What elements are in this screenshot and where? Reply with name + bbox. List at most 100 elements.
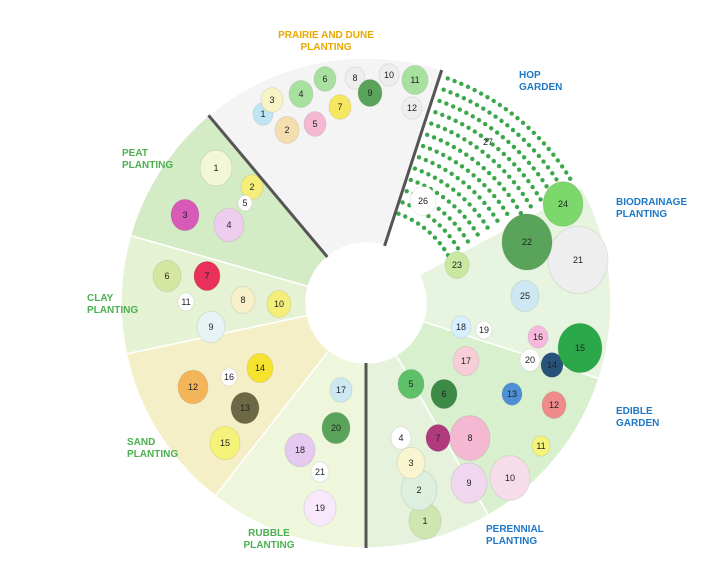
plant-edible-18 <box>450 315 472 339</box>
plant-number: 4 <box>298 89 303 99</box>
sector-dividers <box>207 69 444 548</box>
plant-clay-8 <box>230 286 256 314</box>
plant-number: 20 <box>331 423 341 433</box>
plant-number: 19 <box>315 503 325 513</box>
plant-number: 11 <box>536 441 545 451</box>
plant-number: 7 <box>435 433 440 443</box>
plant-number: 7 <box>204 271 209 281</box>
plant-number: 3 <box>269 95 274 105</box>
plant-biodrainage-25 <box>510 279 540 313</box>
plant-sand-16 <box>220 367 238 387</box>
label-prairie-dune: PRAIRIE AND DUNE PLANTING <box>278 30 374 53</box>
plant-number: 9 <box>367 88 372 98</box>
plant-number: 5 <box>408 379 413 389</box>
label-hop-garden: HOP GARDEN <box>519 70 563 93</box>
plant-number: 4 <box>226 220 231 230</box>
plant-edible-12 <box>541 391 567 419</box>
plant-peat-4 <box>213 207 245 243</box>
plant-prairie-2 <box>274 116 300 144</box>
plant-number: 15 <box>575 343 585 353</box>
plant-number: 27 <box>483 137 493 147</box>
plant-prairie-8 <box>344 66 366 90</box>
plant-biodrainage-23 <box>444 251 470 279</box>
center-hole <box>306 243 426 363</box>
plant-clay-11 <box>177 292 195 312</box>
plant-number: 14 <box>255 363 265 373</box>
plant-number: 6 <box>441 389 446 399</box>
plant-peat-5 <box>237 194 253 212</box>
plant-number: 6 <box>164 271 169 281</box>
plant-number: 11 <box>410 75 419 85</box>
plant-perennial-3 <box>396 446 426 480</box>
plant-sand-14 <box>246 352 274 384</box>
plant-edible-20 <box>519 348 541 372</box>
plant-number: 9 <box>208 322 213 332</box>
plant-biodrainage-24 <box>542 181 584 227</box>
plant-number: 1 <box>422 516 427 526</box>
label-clay: CLAY PLANTING <box>87 293 139 316</box>
plant-sand-13 <box>230 391 260 425</box>
plant-clay-9 <box>196 310 226 344</box>
plant-prairie-11 <box>401 64 429 96</box>
plant-edible-14 <box>540 352 564 378</box>
label-edible-garden: EDIBLE GARDEN <box>616 406 660 429</box>
hop-garden-dots <box>396 76 573 258</box>
plant-number: 9 <box>466 478 471 488</box>
plant-number: 13 <box>507 389 517 399</box>
plant-perennial-6 <box>430 378 458 410</box>
plant-perennial-9 <box>450 462 488 504</box>
plant-number: 24 <box>558 199 568 209</box>
plant-clay-10 <box>266 290 292 318</box>
plant-number: 1 <box>260 109 265 119</box>
plant-number: 22 <box>522 237 532 247</box>
plant-number: 2 <box>249 182 254 192</box>
plant-number: 4 <box>398 433 403 443</box>
plant-rubble-21 <box>310 461 330 483</box>
plant-number: 14 <box>547 360 557 370</box>
plant-prairie-3 <box>260 87 284 113</box>
plant-number: 2 <box>284 125 289 135</box>
plant-edible-11 <box>531 435 551 457</box>
plant-edible-19 <box>475 320 493 340</box>
plant-number: 5 <box>312 119 317 129</box>
plant-number: 5 <box>242 198 247 208</box>
plant-number: 3 <box>182 210 187 220</box>
plant-number: 2 <box>416 485 421 495</box>
plant-prairie-12 <box>401 96 423 120</box>
plants-hop: 27 <box>483 137 493 147</box>
plant-rubble-19 <box>303 489 337 527</box>
divider-wall <box>383 69 444 247</box>
plant-clay-7 <box>193 260 221 292</box>
plant-edible-15 <box>557 322 603 374</box>
plant-number: 15 <box>220 438 230 448</box>
label-perennial: PERENNIAL PLANTING <box>486 524 544 547</box>
plant-number: 21 <box>573 255 583 265</box>
plant-perennial-5 <box>397 368 425 400</box>
plant-edible-16 <box>527 325 549 349</box>
plant-number: 13 <box>240 403 250 413</box>
plant-number: 17 <box>336 385 346 395</box>
plant-rubble-17 <box>329 377 353 403</box>
plant-number: 1 <box>213 163 218 173</box>
divider-wall <box>207 114 329 259</box>
label-sand: SAND PLANTING <box>127 437 179 460</box>
plant-peat-3 <box>170 198 200 232</box>
plant-number: 8 <box>240 295 245 305</box>
plant-edible-17 <box>452 345 480 377</box>
plant-edible-13 <box>501 382 523 406</box>
plant-number: 7 <box>337 102 342 112</box>
plant-perennial-8 <box>449 415 491 461</box>
plant-prairie-9 <box>357 79 383 107</box>
plant-peat-2 <box>240 174 264 200</box>
plant-number: 3 <box>408 458 413 468</box>
plant-number: 6 <box>322 74 327 84</box>
plant-number: 18 <box>295 445 305 455</box>
plant-number: 19 <box>479 325 489 335</box>
